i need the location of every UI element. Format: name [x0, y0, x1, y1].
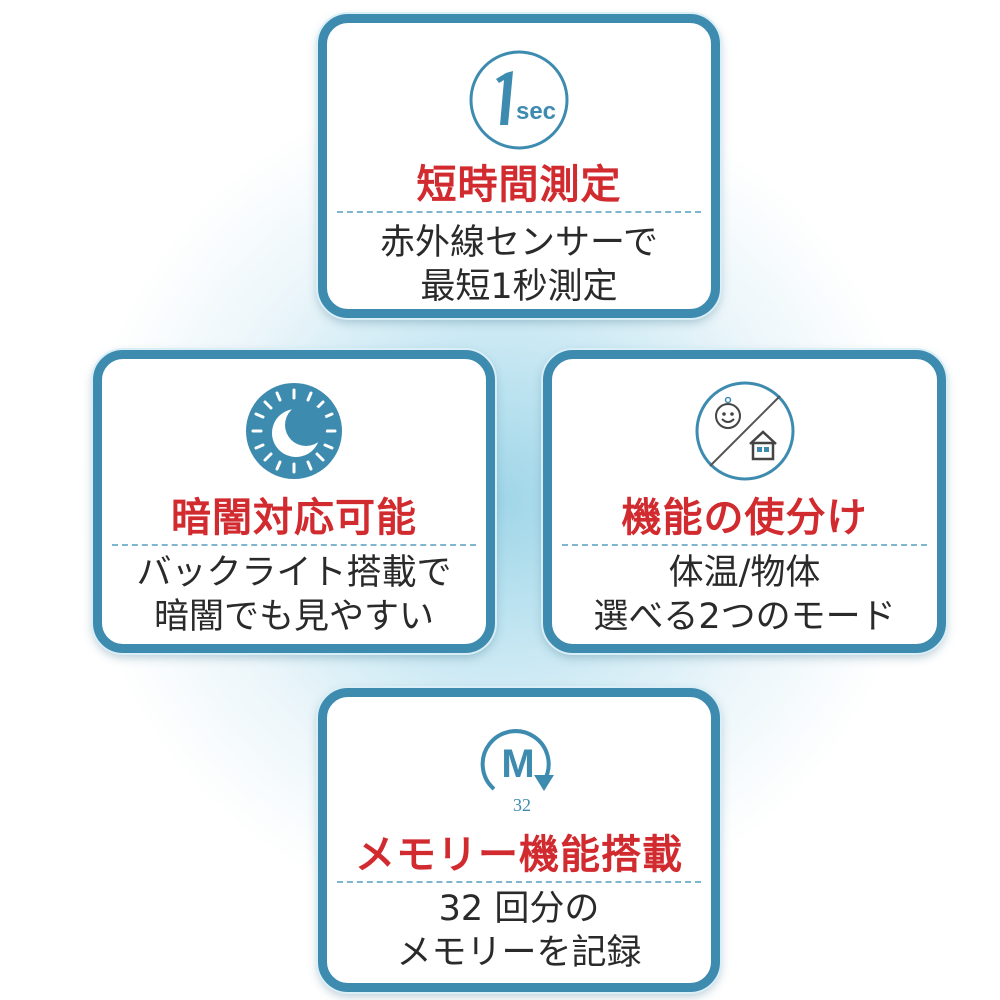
card-title: メモリー機能搭載 [355, 832, 683, 878]
card-title: 機能の使分け [621, 495, 868, 541]
svg-text:sec: sec [516, 98, 556, 125]
card-desc-line: 選べる2つのモード [593, 597, 896, 637]
svg-text:M: M [501, 742, 534, 786]
card-description: 体温/物体 選べる2つのモード [552, 551, 937, 639]
memory-m-icon: M 32 [466, 711, 572, 817]
moon-sun-icon [241, 378, 347, 484]
card-desc-line: 最短1秒測定 [420, 267, 618, 307]
feature-card-memory: M 32 メモリー機能搭載 32 回分の メモリーを記録 [318, 688, 720, 992]
card-description: バックライト搭載で 暗闇でも見やすい [102, 551, 486, 639]
card-desc-line: メモリーを記録 [396, 933, 642, 973]
face-house-icon [692, 378, 798, 484]
card-desc-line: バックライト搭載で [136, 553, 452, 593]
card-title: 短時間測定 [416, 162, 622, 208]
feature-card-modes: 機能の使分け 体温/物体 選べる2つのモード [543, 350, 946, 653]
card-desc-line: 体温/物体 [668, 553, 821, 593]
card-desc-line: 赤外線センサーで [380, 223, 658, 263]
dashed-divider [337, 881, 701, 883]
card-desc-line: 32 回分の [438, 889, 600, 929]
svg-text:32: 32 [513, 795, 531, 815]
dashed-divider [337, 211, 701, 213]
card-description: 赤外線センサーで 最短1秒測定 [327, 221, 711, 309]
feature-card-dark: 暗闇対応可能 バックライト搭載で 暗闇でも見やすい [93, 350, 495, 653]
card-description: 32 回分の メモリーを記録 [327, 887, 711, 975]
dashed-divider [112, 544, 476, 546]
card-desc-line: 暗闇でも見やすい [153, 597, 434, 637]
dashed-divider [562, 544, 927, 546]
feature-card-speed: sec 短時間測定 赤外線センサーで 最短1秒測定 [318, 14, 720, 318]
one-second-icon: sec [466, 47, 572, 153]
card-title: 暗闇対応可能 [171, 495, 417, 541]
